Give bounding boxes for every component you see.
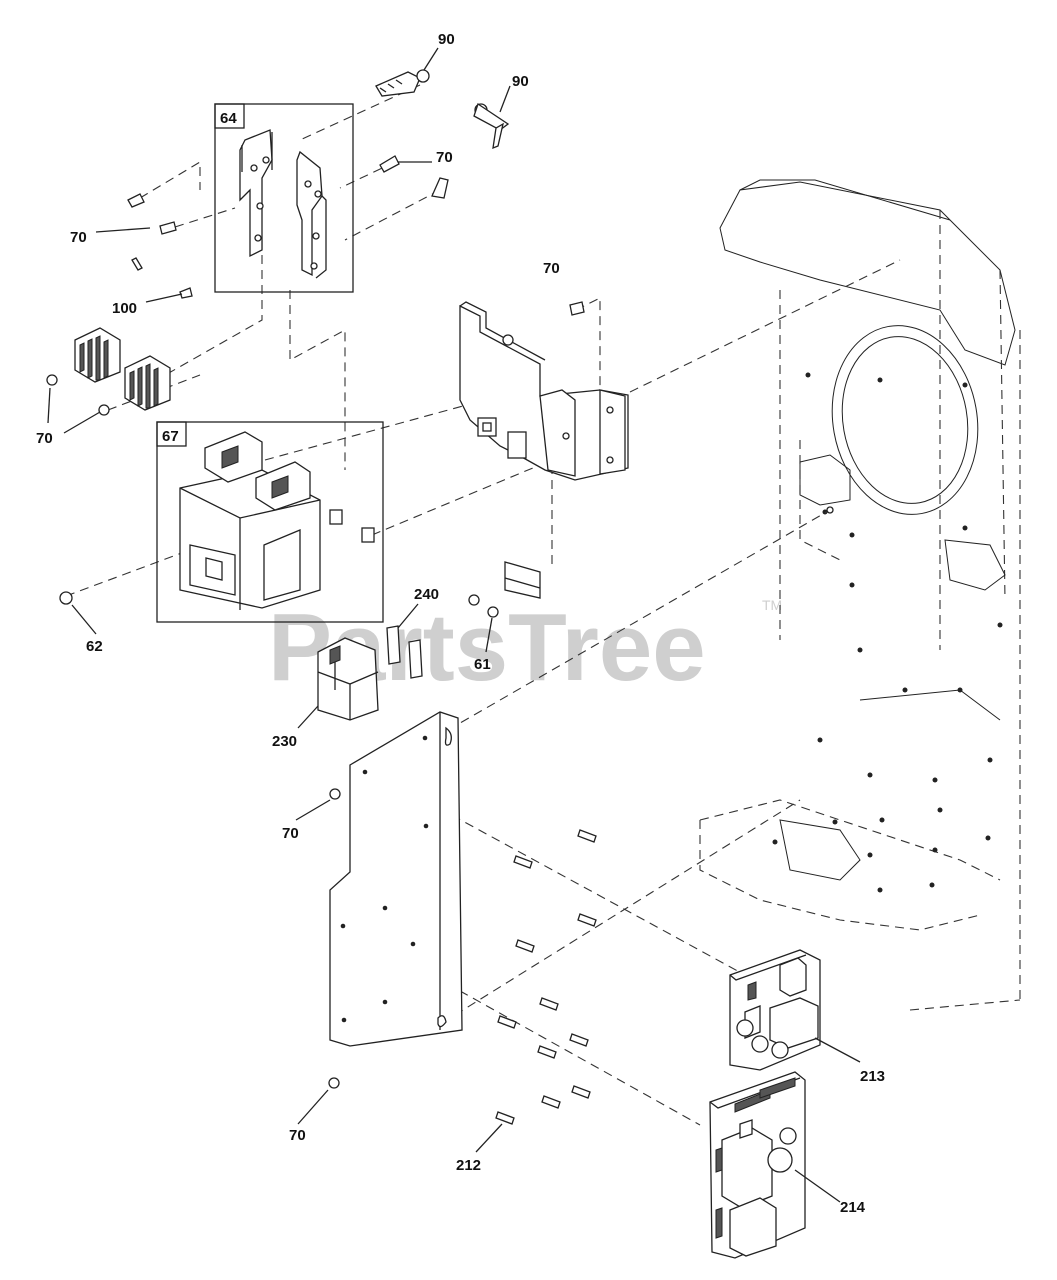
label-90-lower: 90 [512,73,529,90]
label-70-top-right: 70 [436,149,453,166]
part-213-circuit-board[interactable] [729,949,821,1071]
label-90-upper: 90 [438,31,455,48]
callout-labels: 90 90 70 70 100 70 70 62 240 61 230 70 2… [36,31,885,1216]
label-213: 213 [860,1068,885,1085]
part-70-screws-upper[interactable] [127,155,585,316]
label-70-panel-top: 70 [282,825,299,842]
box-64-assembly[interactable]: 64 [214,103,354,293]
box-64-label: 64 [220,110,237,127]
label-62: 62 [86,638,103,655]
mounting-bracket[interactable] [459,301,629,481]
watermark-trademark: TM [762,597,782,613]
part-70-screws-heatsink[interactable] [46,374,110,416]
mounting-panel[interactable] [329,711,463,1047]
part-90-clip-lower[interactable] [473,102,510,150]
label-61: 61 [474,656,491,673]
label-240: 240 [414,586,439,603]
part-230-fuse-holder[interactable] [317,637,379,721]
label-70-bracket: 70 [543,260,560,277]
label-100: 100 [112,300,137,317]
label-70-panel-bottom: 70 [289,1127,306,1144]
label-214: 214 [840,1199,866,1216]
part-70-screws-lower[interactable] [328,506,834,1089]
box-67-label: 67 [162,428,179,445]
generator-housing [699,179,1021,1011]
label-212: 212 [456,1157,481,1174]
label-230: 230 [272,733,297,750]
part-61-bracket[interactable] [468,561,541,618]
part-90-clip-upper[interactable] [375,69,430,97]
part-240-fuses[interactable] [386,625,423,679]
label-70-top-left: 70 [70,229,87,246]
label-70-heatsink: 70 [36,430,53,447]
callout-leaders [47,47,861,1203]
part-214-circuit-board[interactable] [709,1071,806,1259]
heat-sink-left[interactable] [74,327,121,383]
heat-sink-right[interactable] [124,355,171,411]
part-212-standoffs[interactable] [495,829,597,1125]
box-67-assembly[interactable]: 67 [59,421,384,623]
